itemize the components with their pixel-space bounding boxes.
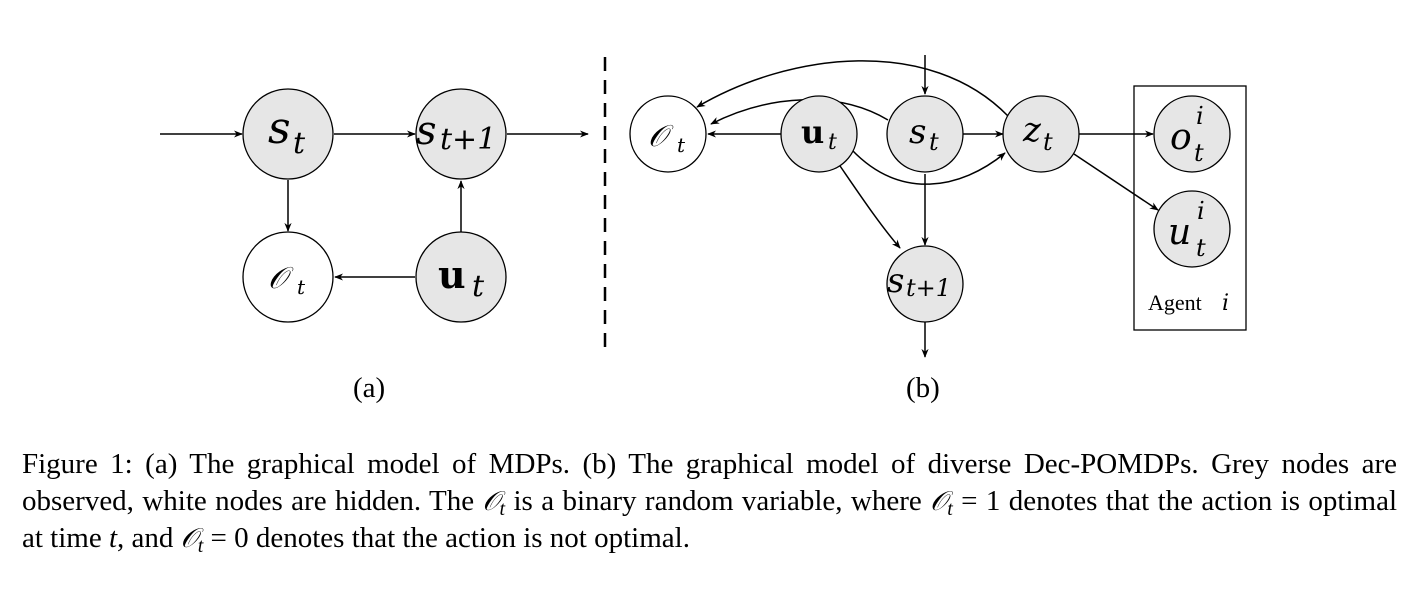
panel-a: s t s t+1 𝒪 t u t (a) bbox=[160, 88, 589, 404]
node-b-z-t: z t bbox=[1002, 95, 1080, 173]
caption-symbol-o-3: 𝒪 bbox=[180, 523, 198, 554]
node-b-u-i-t-base: u bbox=[1168, 212, 1191, 253]
caption-part-1: Figure 1: (a) The graphical model of MDP… bbox=[22, 448, 1397, 517]
caption-sub-t-3: t bbox=[197, 535, 204, 557]
node-b-u-t-base: u bbox=[801, 113, 824, 151]
edge-u-t-to-z-t bbox=[851, 149, 1006, 185]
node-b-u-i-t-sup: i bbox=[1197, 197, 1205, 225]
node-a-u-t-sub: t bbox=[472, 269, 485, 304]
node-a-s-t1-sub: t+1 bbox=[440, 122, 496, 157]
node-b-z-t-sub: t bbox=[1043, 128, 1053, 156]
node-b-s-t1-base: s bbox=[887, 261, 904, 301]
caption-var-t: t bbox=[108, 522, 118, 554]
node-b-u-t: u t bbox=[780, 95, 858, 173]
node-b-u-i-t-sub: t bbox=[1196, 234, 1206, 262]
agent-plate bbox=[1133, 85, 1247, 331]
node-a-o-t-sub: t bbox=[297, 275, 306, 299]
node-b-o-t-sub: t bbox=[677, 133, 686, 157]
node-a-s-t-base: s bbox=[268, 103, 291, 154]
edge-z-t-to-o-t bbox=[696, 60, 1009, 117]
node-b-o-t: 𝒪 t bbox=[629, 95, 707, 173]
node-b-s-t: s t bbox=[886, 95, 964, 173]
agent-plate-label: Agent i bbox=[1148, 290, 1229, 316]
agent-plate-label-text: Agent bbox=[1148, 290, 1202, 315]
node-b-o-i-t-base: o bbox=[1170, 117, 1192, 158]
figure-caption: Figure 1: (a) The graphical model of MDP… bbox=[22, 446, 1397, 557]
node-a-u-t-base: u bbox=[438, 252, 466, 297]
caption-part-5: = 0 denotes that the action is not optim… bbox=[203, 522, 690, 554]
node-a-u-t: u t bbox=[415, 231, 507, 323]
node-b-s-t1: s t+1 bbox=[886, 245, 964, 323]
caption-part-2: is a binary random variable, where bbox=[505, 485, 931, 517]
node-b-o-i-t-sub: t bbox=[1194, 139, 1204, 167]
node-a-s-t1-base: s bbox=[416, 108, 437, 154]
caption-symbol-o-1: 𝒪 bbox=[482, 486, 500, 517]
node-a-s-t1: s t+1 bbox=[415, 88, 507, 180]
panel-a-label: (a) bbox=[353, 372, 385, 404]
node-b-u-t-sub: t bbox=[828, 130, 837, 155]
panel-b: 𝒪 t u t s t z t o i t u i t bbox=[629, 55, 1247, 404]
panel-b-label: (b) bbox=[906, 372, 940, 404]
node-b-s-t-base: s bbox=[909, 112, 926, 152]
caption-part-4: , and bbox=[117, 522, 181, 554]
caption-sub-t-1: t bbox=[499, 498, 506, 520]
node-a-s-t-sub: t bbox=[293, 126, 306, 161]
caption-sub-t-2: t bbox=[947, 498, 953, 520]
node-b-o-i-t-sup: i bbox=[1196, 102, 1204, 130]
node-b-u-i-t: u i t bbox=[1153, 190, 1231, 268]
node-b-o-i-t: o i t bbox=[1153, 95, 1231, 173]
agent-plate-label-var: i bbox=[1222, 291, 1229, 316]
caption-part-3: = 1 denotes that the action is optimal a… bbox=[22, 485, 1398, 554]
node-a-s-t: s t bbox=[242, 88, 334, 180]
node-a-o-t: 𝒪 t bbox=[242, 231, 334, 323]
edge-z-t-to-u-i-t bbox=[1073, 153, 1159, 211]
caption-symbol-o-2: 𝒪 bbox=[930, 486, 948, 517]
figure-diagram: s t s t+1 𝒪 t u t (a) bbox=[160, 55, 1247, 404]
node-b-z-t-base: z bbox=[1022, 110, 1042, 150]
edge-u-t-to-s-t1 bbox=[837, 162, 901, 249]
node-b-s-t1-sub: t+1 bbox=[906, 274, 951, 302]
node-b-s-t-sub: t bbox=[929, 128, 939, 156]
